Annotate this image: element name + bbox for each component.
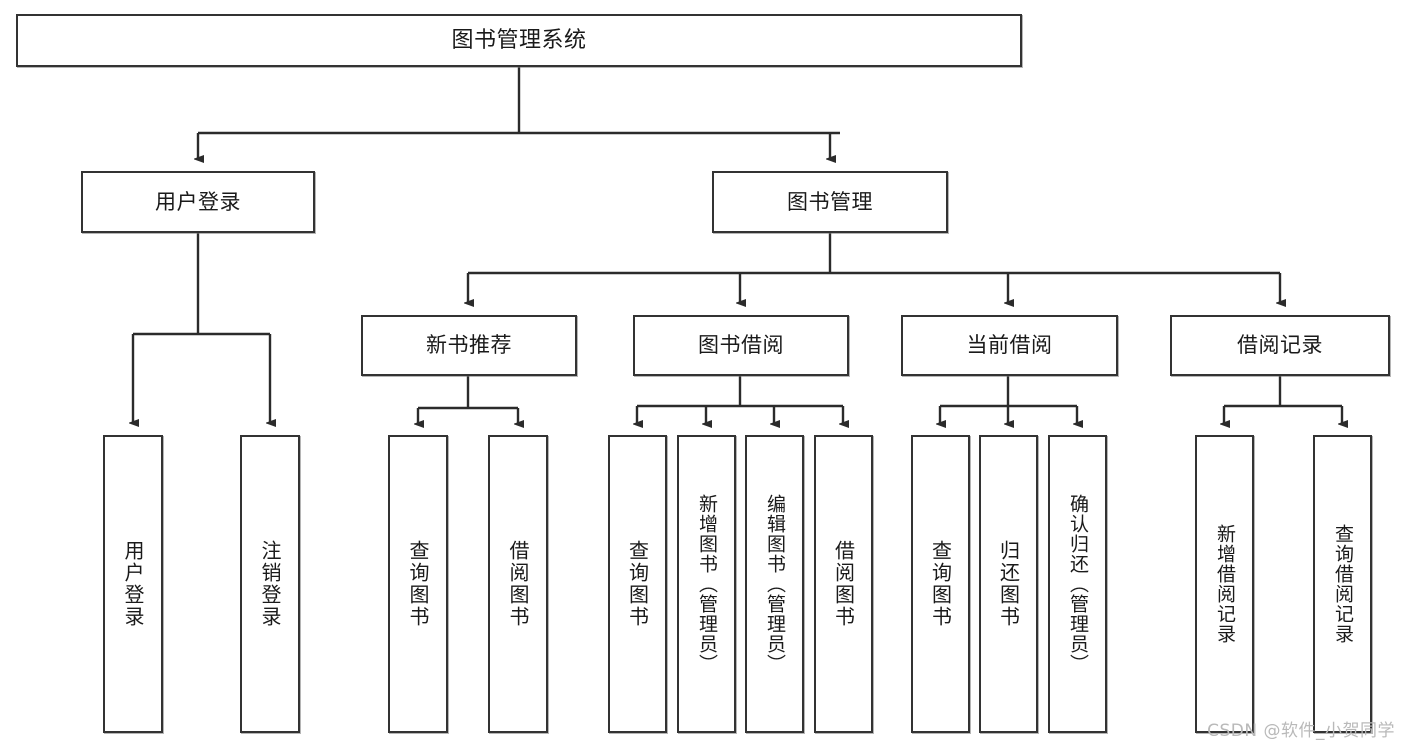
node-label: 当前借阅 [966, 333, 1053, 358]
leaf-logout[interactable]: 注销登录 [240, 435, 300, 733]
leaf-query-book-borrowing[interactable]: 查询图书 [608, 435, 667, 733]
node-label: 用户登录 [155, 189, 241, 214]
node-label: 查询图书 [928, 540, 953, 628]
leaf-confirm-return-admin[interactable]: 确认归还（管理员） [1048, 435, 1107, 733]
csdn-watermark: CSDN @软件_小贺同学 [1207, 721, 1395, 741]
node-label: 新增借阅记录 [1213, 524, 1236, 644]
node-root-system[interactable]: 图书管理系统 [16, 14, 1022, 67]
node-label: 图书借阅 [698, 333, 784, 358]
node-label: 借阅图书 [831, 540, 856, 628]
leaf-query-book-recommendation[interactable]: 查询图书 [388, 435, 448, 733]
node-label: 图书管理 [787, 189, 873, 214]
node-label: 新增图书（管理员） [695, 494, 718, 674]
node-user-login[interactable]: 用户登录 [81, 171, 315, 233]
leaf-borrow-book-recommendation[interactable]: 借阅图书 [488, 435, 548, 733]
node-label: 注销登录 [258, 540, 282, 628]
node-current-borrowing[interactable]: 当前借阅 [901, 315, 1118, 376]
node-borrow-records[interactable]: 借阅记录 [1170, 315, 1390, 376]
node-label: 借阅记录 [1237, 333, 1323, 358]
node-label: 查询图书 [625, 540, 650, 628]
leaf-add-book-admin[interactable]: 新增图书（管理员） [677, 435, 736, 733]
node-label: 归还图书 [996, 540, 1021, 628]
node-label: 图书管理系统 [451, 27, 587, 53]
leaf-query-borrow-record[interactable]: 查询借阅记录 [1313, 435, 1372, 733]
node-label: 用户登录 [121, 540, 145, 628]
node-new-book-recommendation[interactable]: 新书推荐 [361, 315, 577, 376]
leaf-edit-book-admin[interactable]: 编辑图书（管理员） [745, 435, 804, 733]
node-label: 借阅图书 [506, 540, 530, 628]
leaf-return-book[interactable]: 归还图书 [979, 435, 1038, 733]
node-book-borrowing[interactable]: 图书借阅 [633, 315, 849, 376]
node-label: 查询借阅记录 [1331, 524, 1354, 644]
node-label: 确认归还（管理员） [1066, 494, 1089, 674]
node-label: 编辑图书（管理员） [763, 494, 786, 674]
node-book-management[interactable]: 图书管理 [712, 171, 948, 233]
leaf-query-book-current[interactable]: 查询图书 [911, 435, 970, 733]
node-label: 新书推荐 [426, 333, 512, 358]
leaf-user-login[interactable]: 用户登录 [103, 435, 163, 733]
leaf-add-borrow-record[interactable]: 新增借阅记录 [1195, 435, 1254, 733]
leaf-borrow-book-borrowing[interactable]: 借阅图书 [814, 435, 873, 733]
node-label: 查询图书 [406, 540, 430, 628]
